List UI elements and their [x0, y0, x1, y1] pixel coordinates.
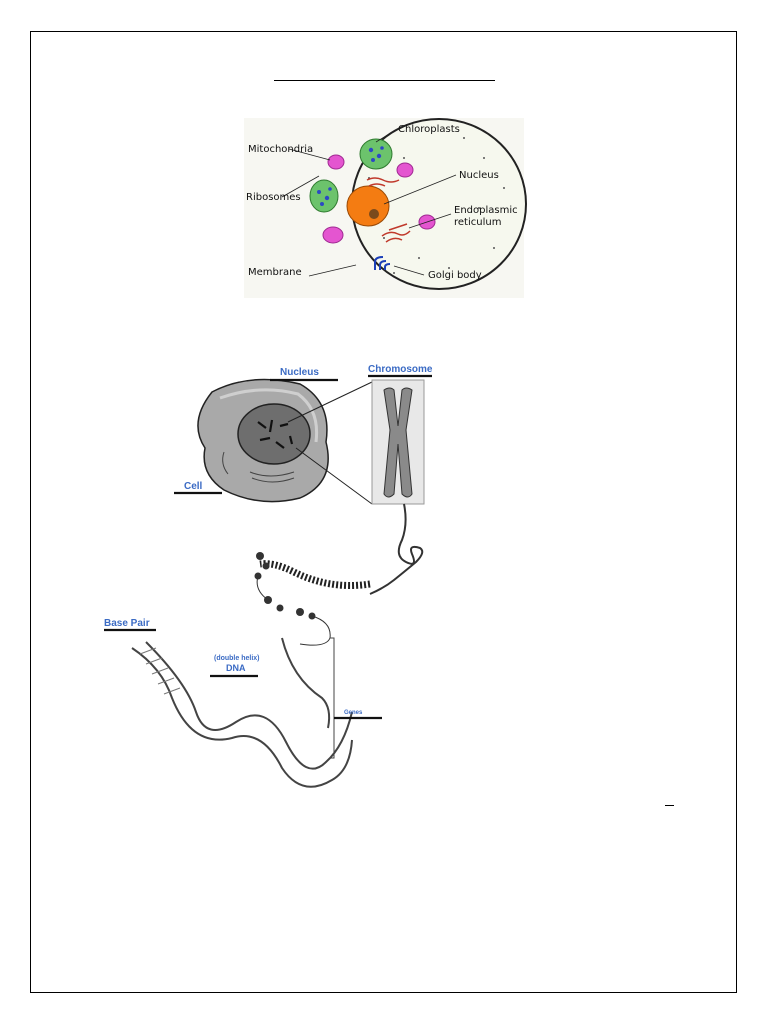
- nucleus-organelle: [346, 185, 390, 227]
- chromosome-box: [371, 379, 425, 505]
- dna-structure-diagram: Nucleus Chromosome Cell Base Pair (doubl…: [104, 364, 433, 788]
- label-nucleus-dna: Nucleus: [280, 367, 319, 378]
- nucleus-chromosomes: [257, 419, 294, 449]
- cell-leader-lines: [281, 130, 457, 277]
- label-underlines: [104, 374, 432, 720]
- label-membrane: Membrane: [248, 267, 302, 278]
- linker-dna: [256, 575, 331, 646]
- label-golgi-body: Golgi body: [428, 270, 482, 281]
- cell-nucleus-shape: [237, 403, 311, 465]
- label-nucleus: Nucleus: [459, 170, 499, 181]
- label-genes: Genes: [344, 710, 363, 716]
- label-chloroplasts: Chloroplasts: [398, 124, 460, 135]
- nucleosome-beads: [254, 552, 316, 620]
- title-blank-line: [274, 80, 495, 81]
- chloroplast-left: [309, 179, 339, 213]
- label-double-helix: (double helix): [214, 655, 260, 662]
- page-border: [30, 31, 737, 993]
- label-ribosomes: Ribosomes: [246, 192, 301, 203]
- chromosome-shape: [383, 387, 413, 498]
- label-chromosome: Chromosome: [368, 364, 433, 375]
- label-cell: Cell: [184, 481, 203, 492]
- label-dna: DNA: [226, 663, 246, 673]
- solenoid-fiber: [259, 560, 371, 589]
- label-mitochondria: Mitochondria: [248, 144, 313, 155]
- endoplasmic-reticulum: [366, 177, 411, 243]
- label-base-pair: Base Pair: [104, 618, 150, 629]
- plant-cell-diagram: Chloroplasts Mitochondria Nucleus Riboso…: [244, 118, 527, 298]
- dna-double-helix: [131, 637, 353, 788]
- label-endoplasmic: Endoplasmic: [454, 205, 518, 216]
- cytoplasm-er-lines: [222, 451, 295, 483]
- base-pair-rungs: [139, 647, 181, 695]
- golgi-body-organelle: [374, 256, 391, 270]
- zoom-lines: [287, 381, 373, 505]
- small-dash-mark: [665, 805, 674, 806]
- label-reticulum: reticulum: [454, 217, 501, 228]
- chromatin-coil: [369, 503, 424, 595]
- chloroplast-top: [359, 138, 393, 170]
- genes-bracket: [330, 637, 335, 759]
- cell-highlight: [219, 388, 319, 443]
